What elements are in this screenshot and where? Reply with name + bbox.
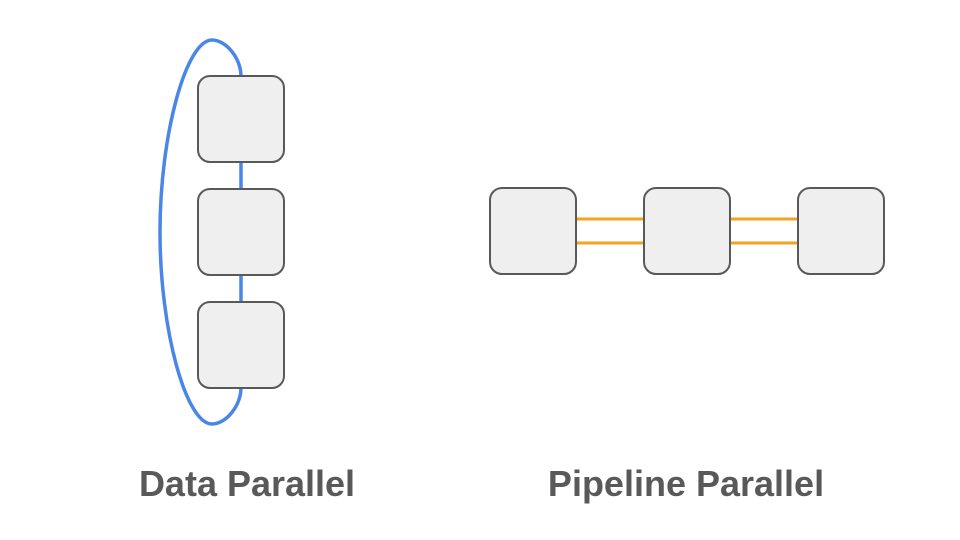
data-parallel-ring [158, 38, 243, 426]
pipeline-parallel-group [489, 187, 885, 275]
pipeline-node-1 [489, 187, 577, 275]
pipeline-parallel-caption: Pipeline Parallel [547, 463, 825, 504]
data-parallel-node-3 [197, 301, 285, 389]
pipeline-link-1-2 [576, 217, 644, 245]
data-parallel-node-2 [197, 188, 285, 276]
pipeline-link-2-3 [730, 217, 798, 245]
data-parallel-caption: Data Parallel [138, 463, 356, 504]
pipeline-node-3 [797, 187, 885, 275]
pipeline-node-2 [643, 187, 731, 275]
data-parallel-group [158, 38, 285, 426]
data-parallel-node-1 [197, 75, 285, 163]
